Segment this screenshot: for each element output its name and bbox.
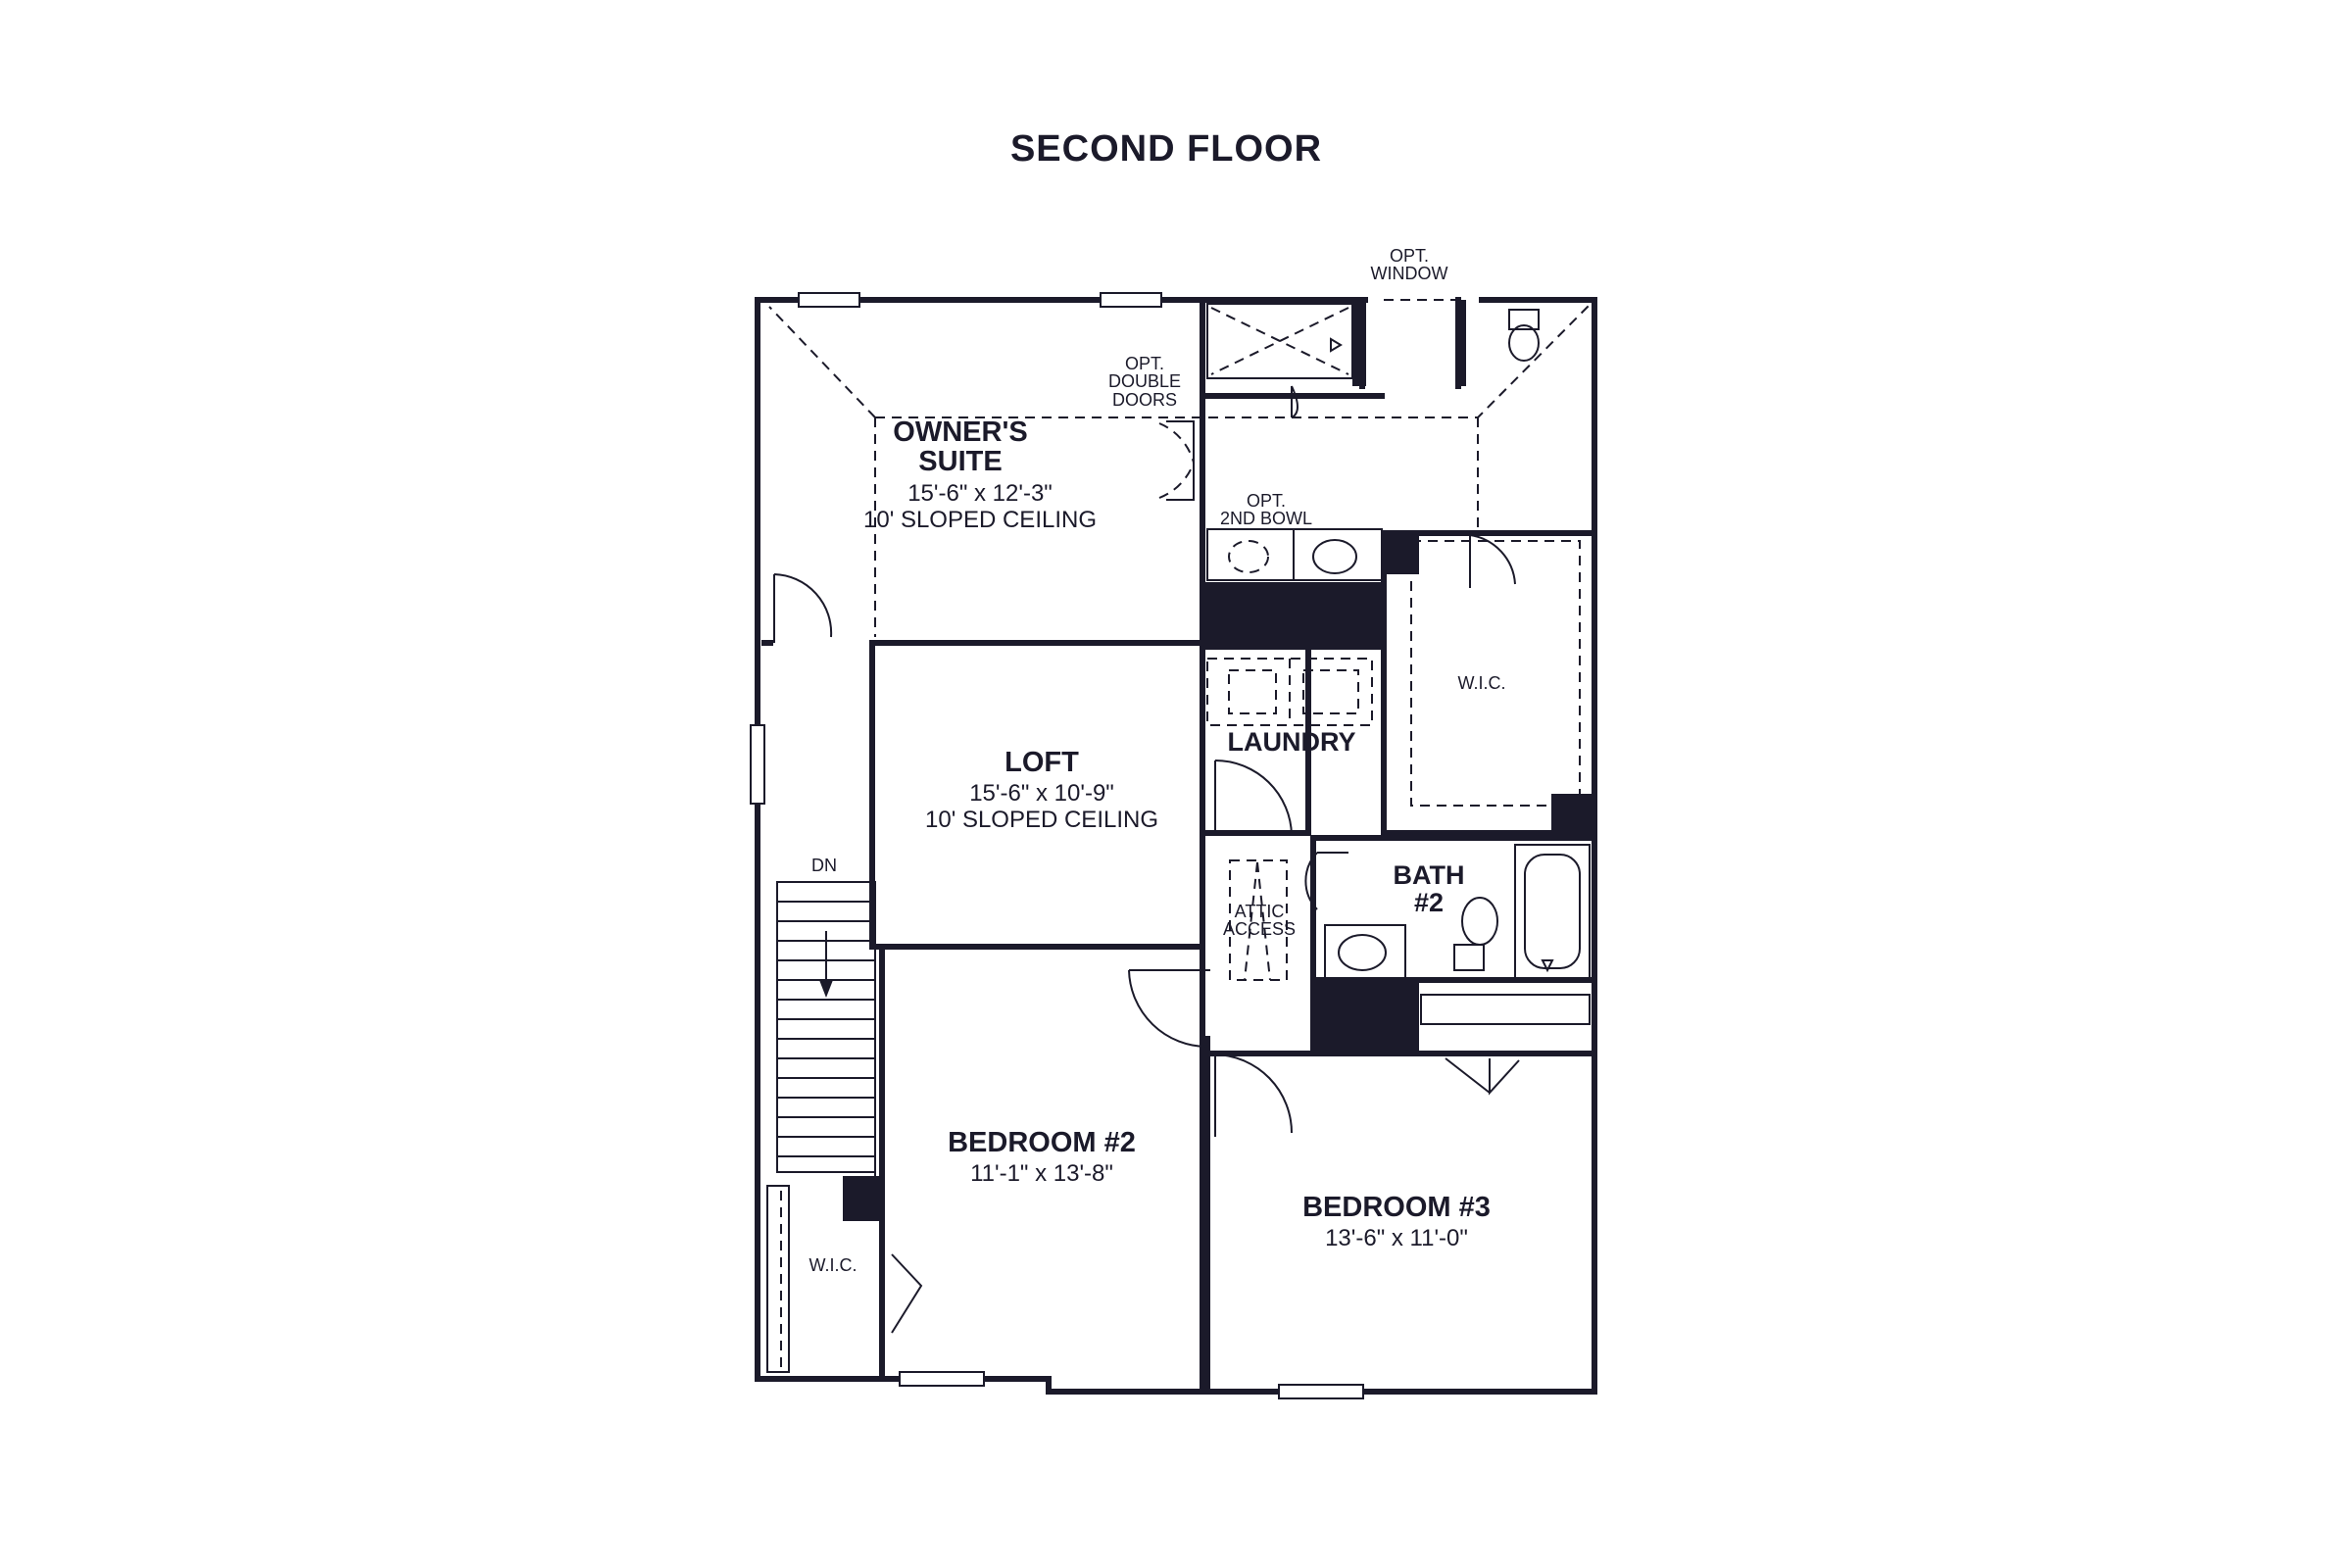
owners-suite-dims: 15'-6" x 12'-3" <box>907 480 1053 507</box>
bedroom2-dims: 11'-1" x 13'-8" <box>970 1160 1113 1187</box>
interior-walls <box>761 297 1597 1395</box>
bedroom2-wic-name: W.I.C. <box>808 1255 858 1275</box>
laundry-name: LAUNDRY <box>1227 727 1356 757</box>
owners-bath-fixtures <box>1158 303 1540 581</box>
bath2-fixtures <box>1304 844 1591 979</box>
solid-wall-blocks <box>843 300 1594 1221</box>
stairs-dn-label: DN <box>811 856 837 875</box>
owners-wic-shelving <box>1410 534 1581 807</box>
bedroom3-name: BEDROOM #3 <box>1302 1192 1491 1223</box>
door-swings <box>773 573 1520 1334</box>
loft-name: LOFT <box>1004 747 1079 778</box>
windows <box>750 292 1364 1399</box>
owners-suite-name: OWNER'S SUITE <box>893 416 1028 477</box>
stairs <box>776 881 876 1173</box>
closet-rods <box>766 994 1591 1373</box>
plan-title: SECOND FLOOR <box>1009 128 1323 170</box>
opt-window-note: OPT. WINDOW <box>1370 246 1448 284</box>
bedroom2-name: BEDROOM #2 <box>948 1127 1136 1158</box>
opt-double-doors-note: OPT. DOUBLE DOORS <box>1107 354 1182 410</box>
loft-ceiling: 10' SLOPED CEILING <box>924 807 1159 833</box>
bath2-name: BATH #2 <box>1393 860 1465 917</box>
owners-wic-name: W.I.C. <box>1457 673 1506 693</box>
opt-2nd-bowl-note: OPT. 2ND BOWL <box>1219 491 1313 529</box>
loft-dims: 15'-6" x 10'-9" <box>969 780 1114 807</box>
attic-access-note: ATTIC ACCESS <box>1222 902 1297 940</box>
attic-access <box>1229 859 1288 981</box>
owners-suite-ceiling: 10' SLOPED CEILING <box>862 507 1098 533</box>
laundry-appliances <box>1206 658 1373 836</box>
bedroom3-dims: 13'-6" x 11'-0" <box>1325 1225 1468 1251</box>
